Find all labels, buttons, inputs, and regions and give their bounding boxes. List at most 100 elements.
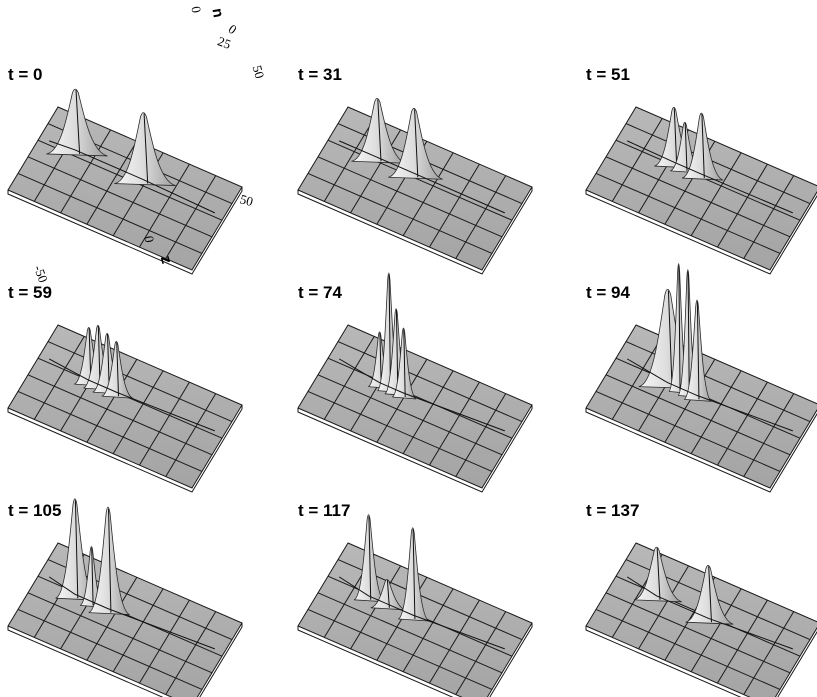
- panel-time-label: t = 0: [8, 65, 43, 84]
- plane-edge: [297, 405, 533, 493]
- surface-peak: [370, 579, 406, 611]
- peak-ridge-line: [91, 547, 94, 606]
- grid-line: [112, 370, 164, 454]
- n-axis-label: n: [208, 7, 226, 19]
- peak-ridge-line: [684, 122, 688, 171]
- peak-ridge-line: [75, 89, 81, 154]
- grid-line: [625, 123, 811, 205]
- plane-surface: [297, 324, 533, 489]
- grid-line: [595, 172, 781, 254]
- grid-line: [455, 611, 507, 695]
- grid-line: [139, 381, 190, 466]
- grid-line: [317, 374, 503, 456]
- plane-surface: [7, 106, 243, 271]
- plane-edge: [585, 190, 817, 275]
- grid-line: [690, 152, 742, 236]
- grid-line: [17, 390, 203, 472]
- z-tick-neg50: -50: [31, 263, 51, 284]
- base-plane: [297, 106, 533, 275]
- panel-time-label: t = 94: [586, 283, 630, 302]
- grid-line: [317, 156, 503, 238]
- surface-peaks: [626, 106, 793, 214]
- grid-line: [86, 359, 138, 443]
- surface-spine: [48, 358, 215, 432]
- grid-line: [455, 175, 507, 259]
- surface-peak: [46, 88, 108, 157]
- grid-line: [429, 163, 480, 248]
- peak-ridge-line: [412, 528, 416, 620]
- peak-ridge-line: [708, 566, 712, 623]
- surface-spine: [338, 576, 505, 650]
- plane-edge: [297, 623, 533, 697]
- grid-line: [307, 390, 493, 472]
- base-plane: [7, 542, 243, 697]
- grid-line: [690, 370, 742, 454]
- panel-p5: t = 74: [297, 272, 533, 493]
- plane-edge: [585, 408, 817, 493]
- surface-peak: [681, 112, 724, 181]
- surface-spine: [48, 576, 215, 650]
- base-plane: [7, 324, 243, 493]
- peak-ridge-line: [386, 579, 390, 608]
- panel-p7: t = 105: [7, 498, 243, 697]
- grid-line: [27, 592, 213, 674]
- n-tick-10-label: 0: [226, 21, 240, 37]
- grid-line: [323, 118, 375, 202]
- grid-line: [743, 393, 795, 477]
- surface-peak: [388, 107, 443, 180]
- grid-line: [376, 359, 428, 443]
- grid-line: [429, 599, 480, 684]
- grid-line: [605, 592, 791, 674]
- grid-line: [165, 393, 217, 477]
- panel-p1: t = 0: [7, 65, 243, 275]
- panel-time-label: t = 59: [8, 283, 52, 302]
- grid-line: [165, 175, 217, 259]
- grid-line: [664, 359, 716, 443]
- peak-ridge-line: [143, 113, 149, 184]
- grid-line: [611, 118, 663, 202]
- surface-peak: [685, 565, 734, 625]
- grid-line: [350, 129, 401, 214]
- grid-line: [717, 599, 768, 684]
- surface-peaks: [48, 498, 215, 650]
- grid-line: [327, 139, 513, 221]
- peak-ridge-line: [678, 265, 681, 392]
- n-tick-25: 25: [216, 33, 233, 52]
- peak-ridge-line: [656, 547, 661, 600]
- plane-surface: [7, 324, 243, 489]
- grid-line: [27, 374, 213, 456]
- peak-ridge-line: [687, 271, 690, 396]
- surface-peak: [88, 506, 130, 615]
- grid-line: [27, 156, 213, 238]
- grid-line: [611, 336, 663, 420]
- peak-ridge-line: [701, 114, 705, 179]
- peak-ridge-line: [696, 301, 700, 400]
- grid-line: [455, 393, 507, 477]
- grid-line: [337, 341, 523, 423]
- plane-edge: [297, 187, 533, 275]
- surface-peaks: [48, 324, 215, 432]
- grid-line: [402, 152, 454, 236]
- panel-time-label: t = 51: [586, 65, 630, 84]
- plane-edge: [7, 623, 243, 697]
- grid-line: [307, 172, 493, 254]
- grid-line: [690, 588, 742, 672]
- grid-line: [605, 156, 791, 238]
- peak-ridge-line: [403, 328, 406, 398]
- grid-line: [33, 336, 85, 420]
- grid-line: [47, 341, 233, 423]
- panel-p6: t = 94: [585, 263, 817, 493]
- grid-line: [86, 141, 138, 225]
- grid-line: [402, 370, 454, 454]
- peak-ridge-line: [368, 515, 372, 600]
- grid-line: [86, 577, 138, 661]
- peak-ridge-line: [377, 99, 382, 162]
- surface-peaks: [338, 514, 505, 650]
- base-plane: [7, 106, 243, 275]
- panel-time-label: t = 74: [298, 283, 342, 302]
- surface-peaks: [626, 546, 793, 650]
- grid-line: [60, 129, 111, 214]
- grid-line: [17, 172, 203, 254]
